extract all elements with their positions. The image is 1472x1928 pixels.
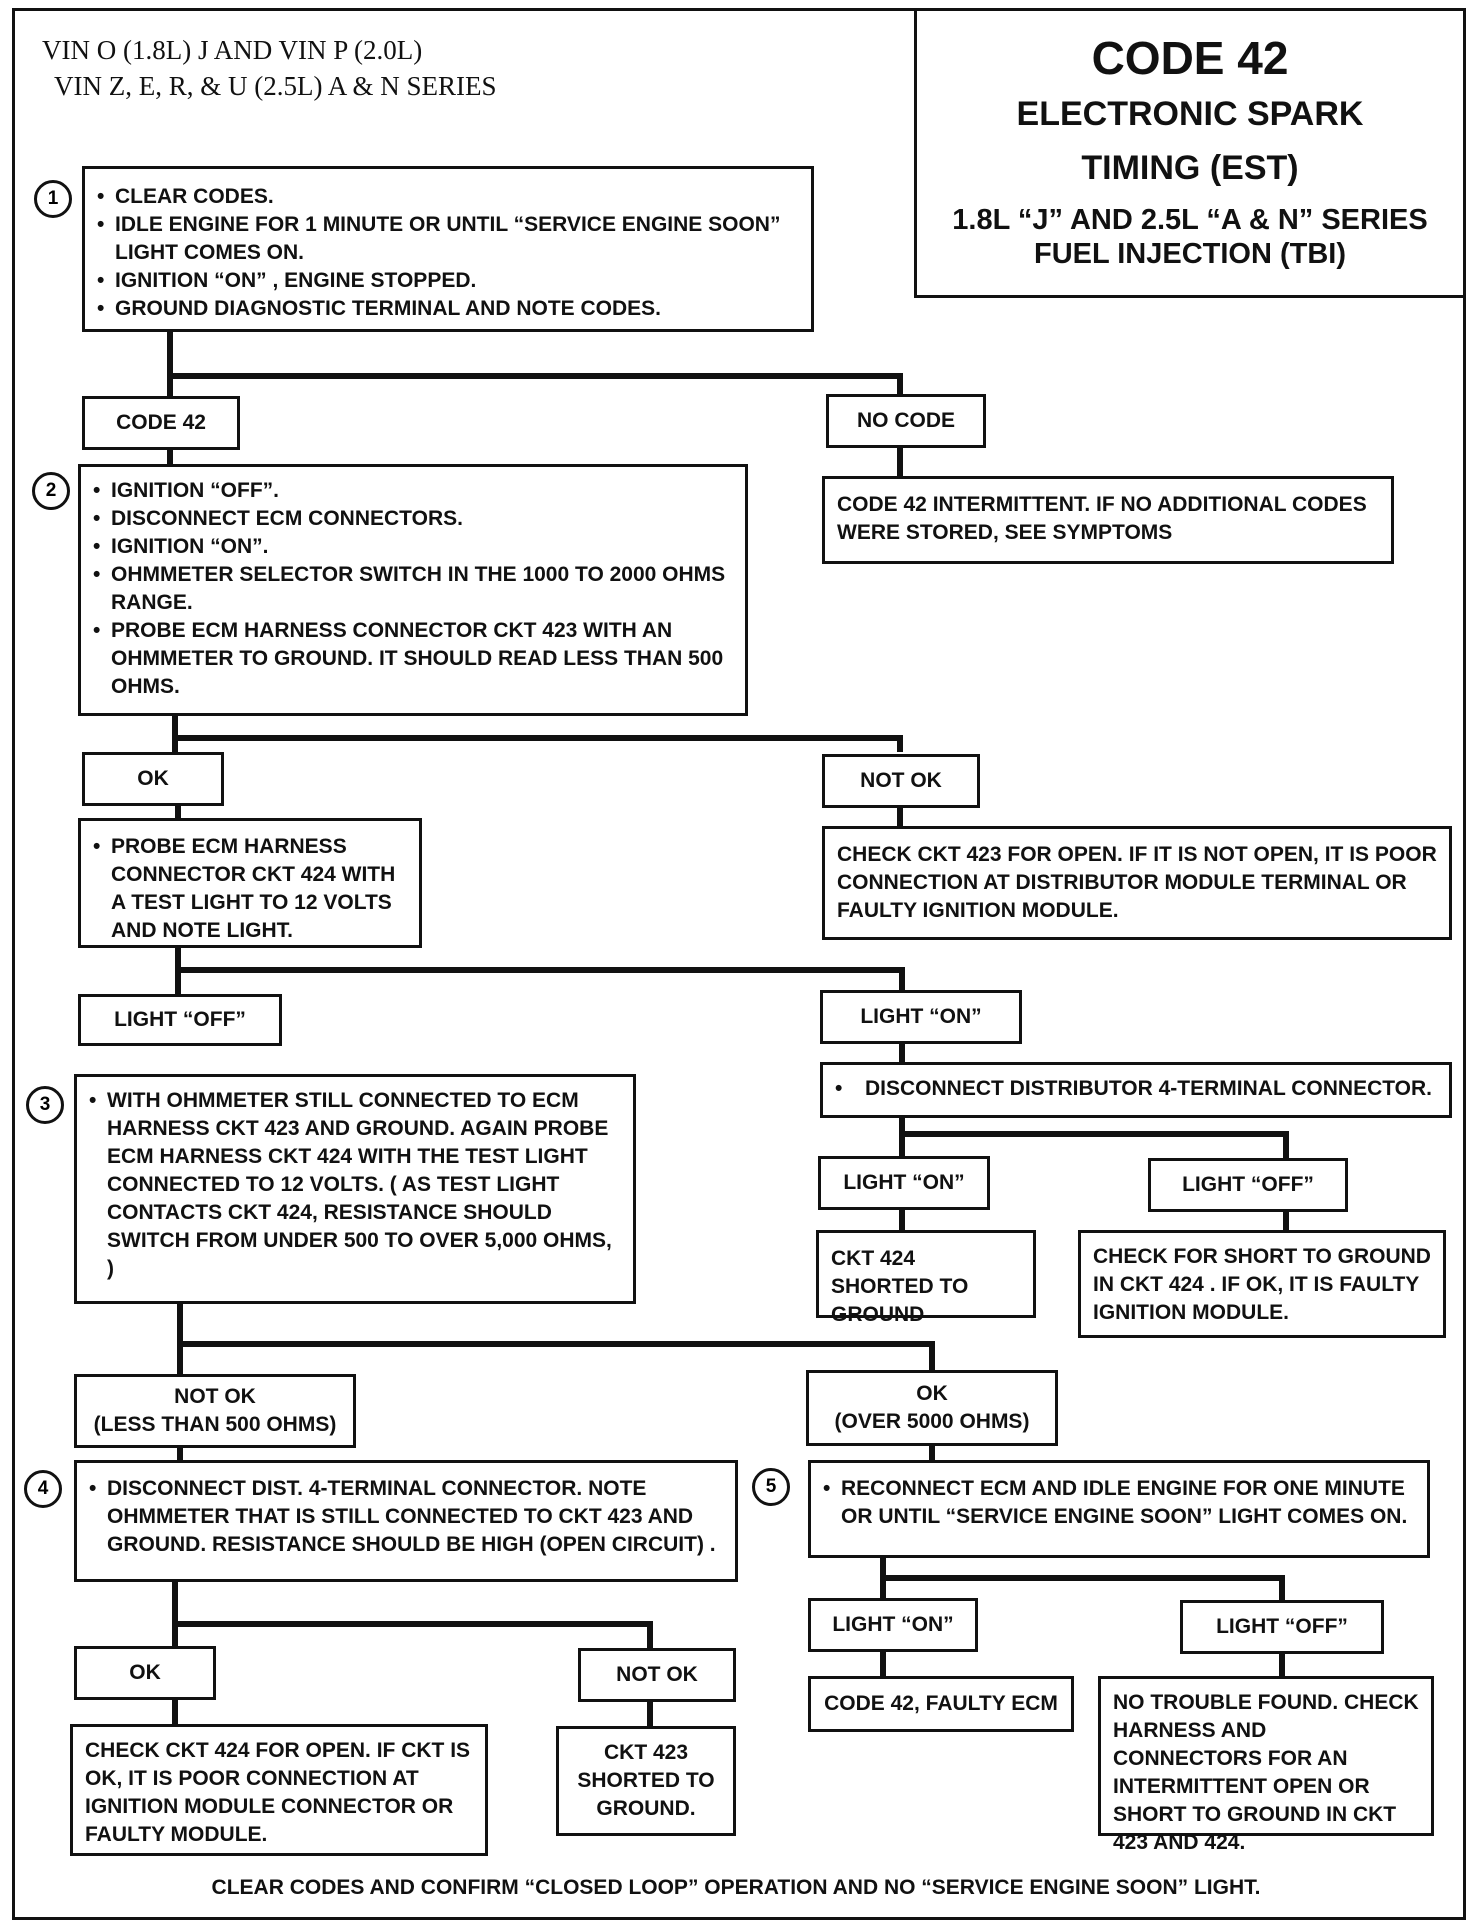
step4-list: DISCONNECT DIST. 4-TERMINAL CONNECTOR. N… — [89, 1475, 723, 1559]
light-on-label: LIGHT “ON” — [820, 990, 1022, 1044]
disconnect-list: DISCONNECT DISTRIBUTOR 4-TERMINAL CONNEC… — [835, 1075, 1437, 1103]
step1-box: CLEAR CODES. IDLE ENGINE FOR 1 MINUTE OR… — [82, 166, 814, 332]
light-off-label: LIGHT “OFF” — [78, 994, 282, 1046]
dist-light-off-label: LIGHT “OFF” — [1148, 1158, 1348, 1212]
step3-not-ok-label: NOT OK (LESS THAN 500 OHMS) — [74, 1374, 356, 1448]
step-number-5: 5 — [752, 1468, 790, 1506]
step2-item: OHMMETER SELECTOR SWITCH IN THE 1000 TO … — [93, 561, 733, 617]
connector-step5 — [880, 1558, 1285, 1600]
step3-ok-line1: OK — [916, 1382, 948, 1405]
title-line-4: FUEL INJECTION (TBI) — [1033, 238, 1347, 270]
step-number-4: 4 — [24, 1470, 62, 1508]
connector-disconnect — [899, 1118, 1289, 1158]
step4-item: DISCONNECT DIST. 4-TERMINAL CONNECTOR. N… — [89, 1475, 723, 1559]
step5-box: RECONNECT ECM AND IDLE ENGINE FOR ONE MI… — [808, 1460, 1430, 1558]
probe-ckt424-box: PROBE ECM HARNESS CONNECTOR CKT 424 WITH… — [78, 818, 422, 948]
step3-not-ok-line1: NOT OK — [174, 1385, 256, 1408]
step-number-1: 1 — [34, 180, 72, 218]
step2-item: DISCONNECT ECM CONNECTORS. — [93, 505, 733, 533]
step3-box: WITH OHMMETER STILL CONNECTED TO ECM HAR… — [74, 1074, 636, 1304]
step5-list: RECONNECT ECM AND IDLE ENGINE FOR ONE MI… — [823, 1475, 1415, 1531]
vehicle-applicability: VIN O (1.8L) J AND VIN P (2.0L) VIN Z, E… — [42, 32, 497, 104]
disconnect-item: DISCONNECT DISTRIBUTOR 4-TERMINAL CONNEC… — [835, 1075, 1437, 1103]
step4-box: DISCONNECT DIST. 4-TERMINAL CONNECTOR. N… — [74, 1460, 738, 1582]
footer-note: CLEAR CODES AND CONFIRM “CLOSED LOOP” OP… — [211, 1876, 1261, 1899]
step2-item: IGNITION “OFF”. — [93, 477, 733, 505]
no-code-result: CODE 42 INTERMITTENT. IF NO ADDITIONAL C… — [822, 476, 1394, 564]
step3-ok-label: OK (OVER 5000 OHMS) — [806, 1370, 1058, 1446]
step1-item: GROUND DIAGNOSTIC TERMINAL AND NOTE CODE… — [97, 295, 799, 323]
step4-not-ok-label: NOT OK — [578, 1648, 736, 1702]
page-border — [12, 8, 1466, 1920]
connector-step4 — [172, 1582, 653, 1648]
connector-step3 — [177, 1304, 935, 1374]
dist-light-on-label: LIGHT “ON” — [818, 1156, 990, 1210]
step-number-3: 3 — [26, 1086, 64, 1124]
step-number-2: 2 — [32, 472, 70, 510]
probe-item: PROBE ECM HARNESS CONNECTOR CKT 424 WITH… — [93, 833, 407, 945]
title-line-2: TIMING (EST) — [1081, 149, 1299, 187]
step2-ok-label: OK — [82, 752, 224, 806]
title-line-1: ELECTRONIC SPARK — [1016, 95, 1364, 133]
title-box: CODE 42 ELECTRONIC SPARK TIMING (EST) 1.… — [914, 8, 1466, 298]
step2-not-ok-result: CHECK CKT 423 FOR OPEN. IF IT IS NOT OPE… — [822, 826, 1452, 940]
check-ckt424-open-result: CHECK CKT 424 FOR OPEN. IF CKT IS OK, IT… — [70, 1724, 488, 1856]
step5-item: RECONNECT ECM AND IDLE ENGINE FOR ONE MI… — [823, 1475, 1415, 1531]
step3-list: WITH OHMMETER STILL CONNECTED TO ECM HAR… — [89, 1087, 621, 1283]
disconnect-distributor-box: DISCONNECT DISTRIBUTOR 4-TERMINAL CONNEC… — [820, 1062, 1452, 1118]
step1-list: CLEAR CODES. IDLE ENGINE FOR 1 MINUTE OR… — [97, 183, 799, 323]
step2-box: IGNITION “OFF”. DISCONNECT ECM CONNECTOR… — [78, 464, 748, 716]
step3-ok-line2: (OVER 5000 OHMS) — [834, 1410, 1030, 1433]
step3-item: WITH OHMMETER STILL CONNECTED TO ECM HAR… — [89, 1087, 621, 1283]
step4-ok-label: OK — [74, 1646, 216, 1700]
step2-item: PROBE ECM HARNESS CONNECTOR CKT 423 WITH… — [93, 617, 733, 701]
step1-item: CLEAR CODES. — [97, 183, 799, 211]
ckt423-shorted-result: CKT 423 SHORTED TO GROUND. — [556, 1726, 736, 1836]
probe-list: PROBE ECM HARNESS CONNECTOR CKT 424 WITH… — [93, 833, 407, 945]
ckt424-shorted-result: CKT 424 SHORTED TO GROUND — [816, 1230, 1036, 1326]
code-title: CODE 42 — [1091, 32, 1289, 84]
connector-step2 — [172, 714, 903, 752]
step2-not-ok-label: NOT OK — [822, 754, 980, 808]
check-short-ckt424-result: CHECK FOR SHORT TO GROUND IN CKT 424 . I… — [1078, 1230, 1446, 1338]
step1-item: IDLE ENGINE FOR 1 MINUTE OR UNTIL “SERVI… — [97, 211, 799, 267]
connector-step1 — [167, 332, 903, 396]
step3-not-ok-line2: (LESS THAN 500 OHMS) — [93, 1413, 337, 1436]
vehicle-line-2: VIN Z, E, R, & U (2.5L) A & N SERIES — [54, 71, 497, 101]
step1-item: IGNITION “ON” , ENGINE STOPPED. — [97, 267, 799, 295]
step2-list: IGNITION “OFF”. DISCONNECT ECM CONNECTOR… — [93, 477, 733, 701]
step2-item: IGNITION “ON”. — [93, 533, 733, 561]
no-code-label: NO CODE — [826, 394, 986, 448]
no-trouble-found-result: NO TROUBLE FOUND. CHECK HARNESS AND CONN… — [1098, 1676, 1434, 1854]
title-line-3: 1.8L “J” AND 2.5L “A & N” SERIES — [952, 204, 1428, 236]
step5-light-on-label: LIGHT “ON” — [808, 1598, 978, 1652]
step5-light-off-label: LIGHT “OFF” — [1180, 1600, 1384, 1654]
code42-label: CODE 42 — [82, 396, 240, 450]
vehicle-line-1: VIN O (1.8L) J AND VIN P (2.0L) — [42, 35, 423, 65]
connector-probe — [175, 946, 905, 996]
faulty-ecm-result: CODE 42, FAULTY ECM — [808, 1676, 1074, 1732]
